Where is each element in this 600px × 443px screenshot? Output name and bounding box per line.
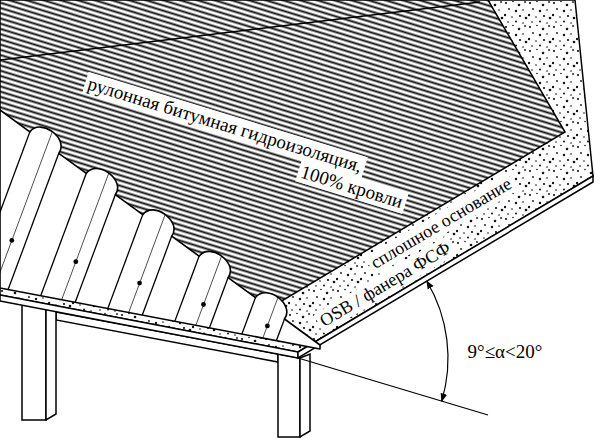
angle-label: 9°≤α<20°: [465, 341, 546, 363]
angle-dimension: [298, 281, 488, 415]
deck-board: [0, 0, 593, 358]
layer-label: рулонная битумная гидроизоляция,: [82, 72, 368, 178]
screw: [9, 238, 269, 328]
